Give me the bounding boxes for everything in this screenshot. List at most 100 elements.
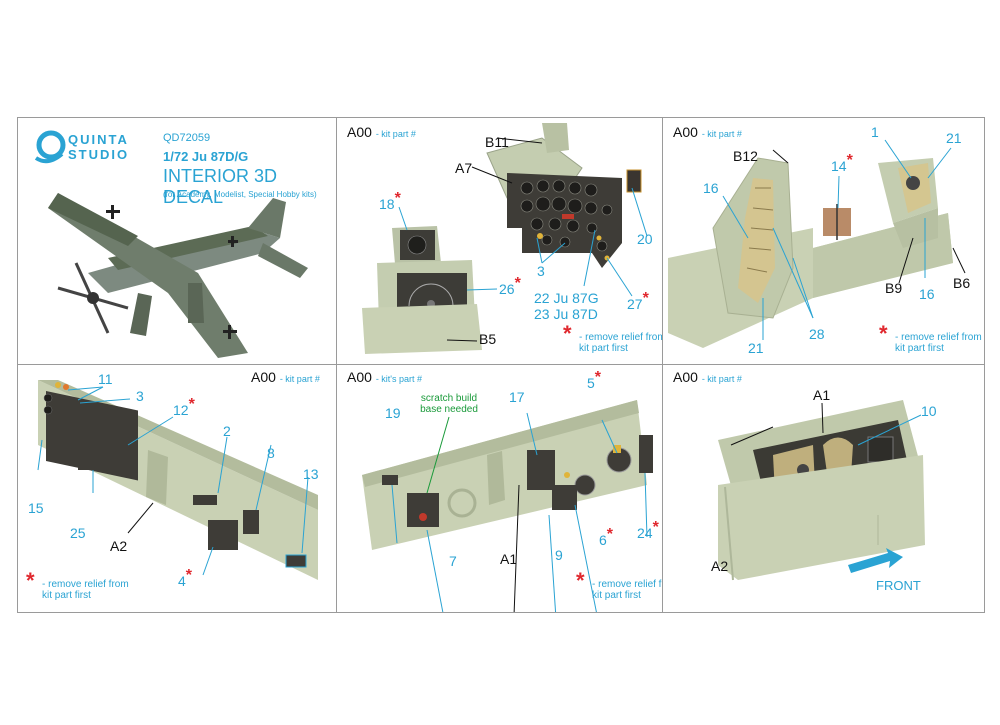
label-18-num: 18 (379, 196, 395, 212)
star-marker: * (185, 567, 193, 584)
label-16-left: 16 (703, 180, 719, 196)
scratch-line1: scratch build (420, 393, 478, 404)
label-A2: A2 (110, 538, 128, 554)
divider (18, 364, 984, 365)
panel-header: QUINTA STUDIO QD72059 1/72 Ju 87D/G INTE… (18, 118, 336, 364)
label-21-top: 21 (946, 130, 962, 146)
label-17: 17 (509, 389, 525, 405)
seats-illustration (668, 139, 966, 348)
instrument-panel-illustration (362, 123, 648, 354)
star-marker: * (879, 321, 888, 346)
label-A7: A7 (455, 160, 473, 176)
label-14-num: 14 (831, 158, 847, 174)
label-10: 10 (921, 403, 937, 419)
kit-part-text: - kit part # (701, 374, 742, 384)
panel-seats: A00 - kit part # (663, 118, 984, 364)
label-B9: B9 (885, 280, 903, 296)
note-line1: - remove relief from (579, 332, 662, 343)
label-8: 8 (267, 445, 275, 461)
quinta-logo-icon (34, 130, 66, 164)
label-6: 6* (599, 526, 613, 550)
label-19: 19 (385, 405, 401, 421)
label-A2: A2 (711, 558, 729, 574)
star-marker: * (394, 190, 401, 207)
kit-part-legend: A00 - kit part # (673, 124, 742, 140)
note-line2: kit part first (42, 590, 91, 601)
instruction-sheet: QUINTA STUDIO QD72059 1/72 Ju 87D/G INTE… (17, 117, 985, 613)
label-21-bottom: 21 (748, 340, 764, 356)
label-5: 5* (587, 369, 601, 393)
kit-part-legend: A00 - kit part # (251, 369, 320, 385)
label-26-num: 26 (499, 281, 515, 297)
left-sidewall-illustration (37, 380, 318, 580)
label-9: 9 (555, 547, 563, 563)
label-12: 12* (173, 396, 195, 420)
panel-left-sidewall: A00 - kit part # (18, 365, 336, 612)
label-25: 25 (70, 525, 86, 541)
label-11: 11 (98, 371, 113, 387)
scratch-line2: base needed (420, 404, 478, 415)
kit-code: A00 (251, 369, 276, 385)
right-sidewall-illustration (362, 400, 653, 612)
product-code: QD72059 (163, 132, 211, 144)
label-26: 26* (499, 275, 521, 299)
kit-code: A00 (673, 124, 698, 140)
label-20: 20 (637, 231, 653, 247)
label-16-right: 16 (919, 286, 935, 302)
note-line2: kit part first (579, 343, 628, 354)
kit-part-text: - kit part # (279, 374, 320, 384)
star-marker: * (188, 396, 195, 413)
panel-instrument: A00 - kit part # (337, 118, 662, 364)
label-B5: B5 (479, 331, 497, 347)
note-line1: - remove relief from (42, 579, 129, 590)
label-22: 22 Ju 87G (534, 290, 599, 306)
label-A1: A1 (500, 551, 518, 567)
note-line1: - remove relief from (592, 579, 662, 590)
gauge-cluster-icon (520, 179, 613, 252)
product-scale-name: 1/72 Ju 87D/G (163, 149, 249, 164)
brand-line1: QUINTA (68, 132, 129, 147)
star-marker: * (26, 568, 35, 593)
label-24-num: 24 (637, 525, 653, 541)
ju87-aircraft-illustration (48, 193, 308, 358)
product-compat: (for Academy, Modelist, Special Hobby ki… (163, 190, 317, 199)
label-4: 4* (178, 567, 192, 591)
kit-part-legend: A00 - kit part # (673, 369, 742, 385)
label-6-num: 6 (599, 532, 607, 548)
star-marker: * (846, 152, 853, 169)
note-line2: kit part first (895, 343, 944, 354)
kit-part-legend: A00 - kit part # (347, 124, 416, 140)
label-27: 27* (627, 290, 649, 314)
kit-code: A00 (347, 369, 372, 385)
product-title: INTERIOR 3D DECAL (163, 166, 278, 207)
label-7: 7 (449, 553, 457, 569)
divider (336, 118, 337, 612)
star-marker: * (652, 519, 659, 536)
kit-code: A00 (347, 124, 372, 140)
divider (662, 118, 663, 612)
label-12-num: 12 (173, 402, 189, 418)
star-marker: * (563, 321, 572, 346)
brand-line2: STUDIO (68, 147, 130, 162)
label-B6: B6 (953, 275, 971, 291)
assembled-cockpit-illustration (718, 400, 925, 581)
star-marker: * (642, 290, 649, 307)
label-B12: B12 (733, 148, 758, 164)
panel-assembled-cockpit: A00 - kit part # A1 10 A2 FRONT (663, 365, 984, 612)
star-marker: * (514, 275, 521, 292)
label-3: 3 (136, 388, 144, 404)
kit-part-text: - kit part # (375, 129, 416, 139)
note-line2: kit part first (592, 590, 641, 601)
label-24: 24* (637, 519, 659, 543)
label-3: 3 (537, 263, 545, 279)
label-1: 1 (871, 124, 879, 140)
front-label: FRONT (876, 578, 921, 593)
label-23: 23 Ju 87D (534, 306, 598, 322)
star-marker: * (606, 526, 614, 543)
label-27-num: 27 (627, 296, 643, 312)
label-B11: B11 (485, 134, 509, 150)
